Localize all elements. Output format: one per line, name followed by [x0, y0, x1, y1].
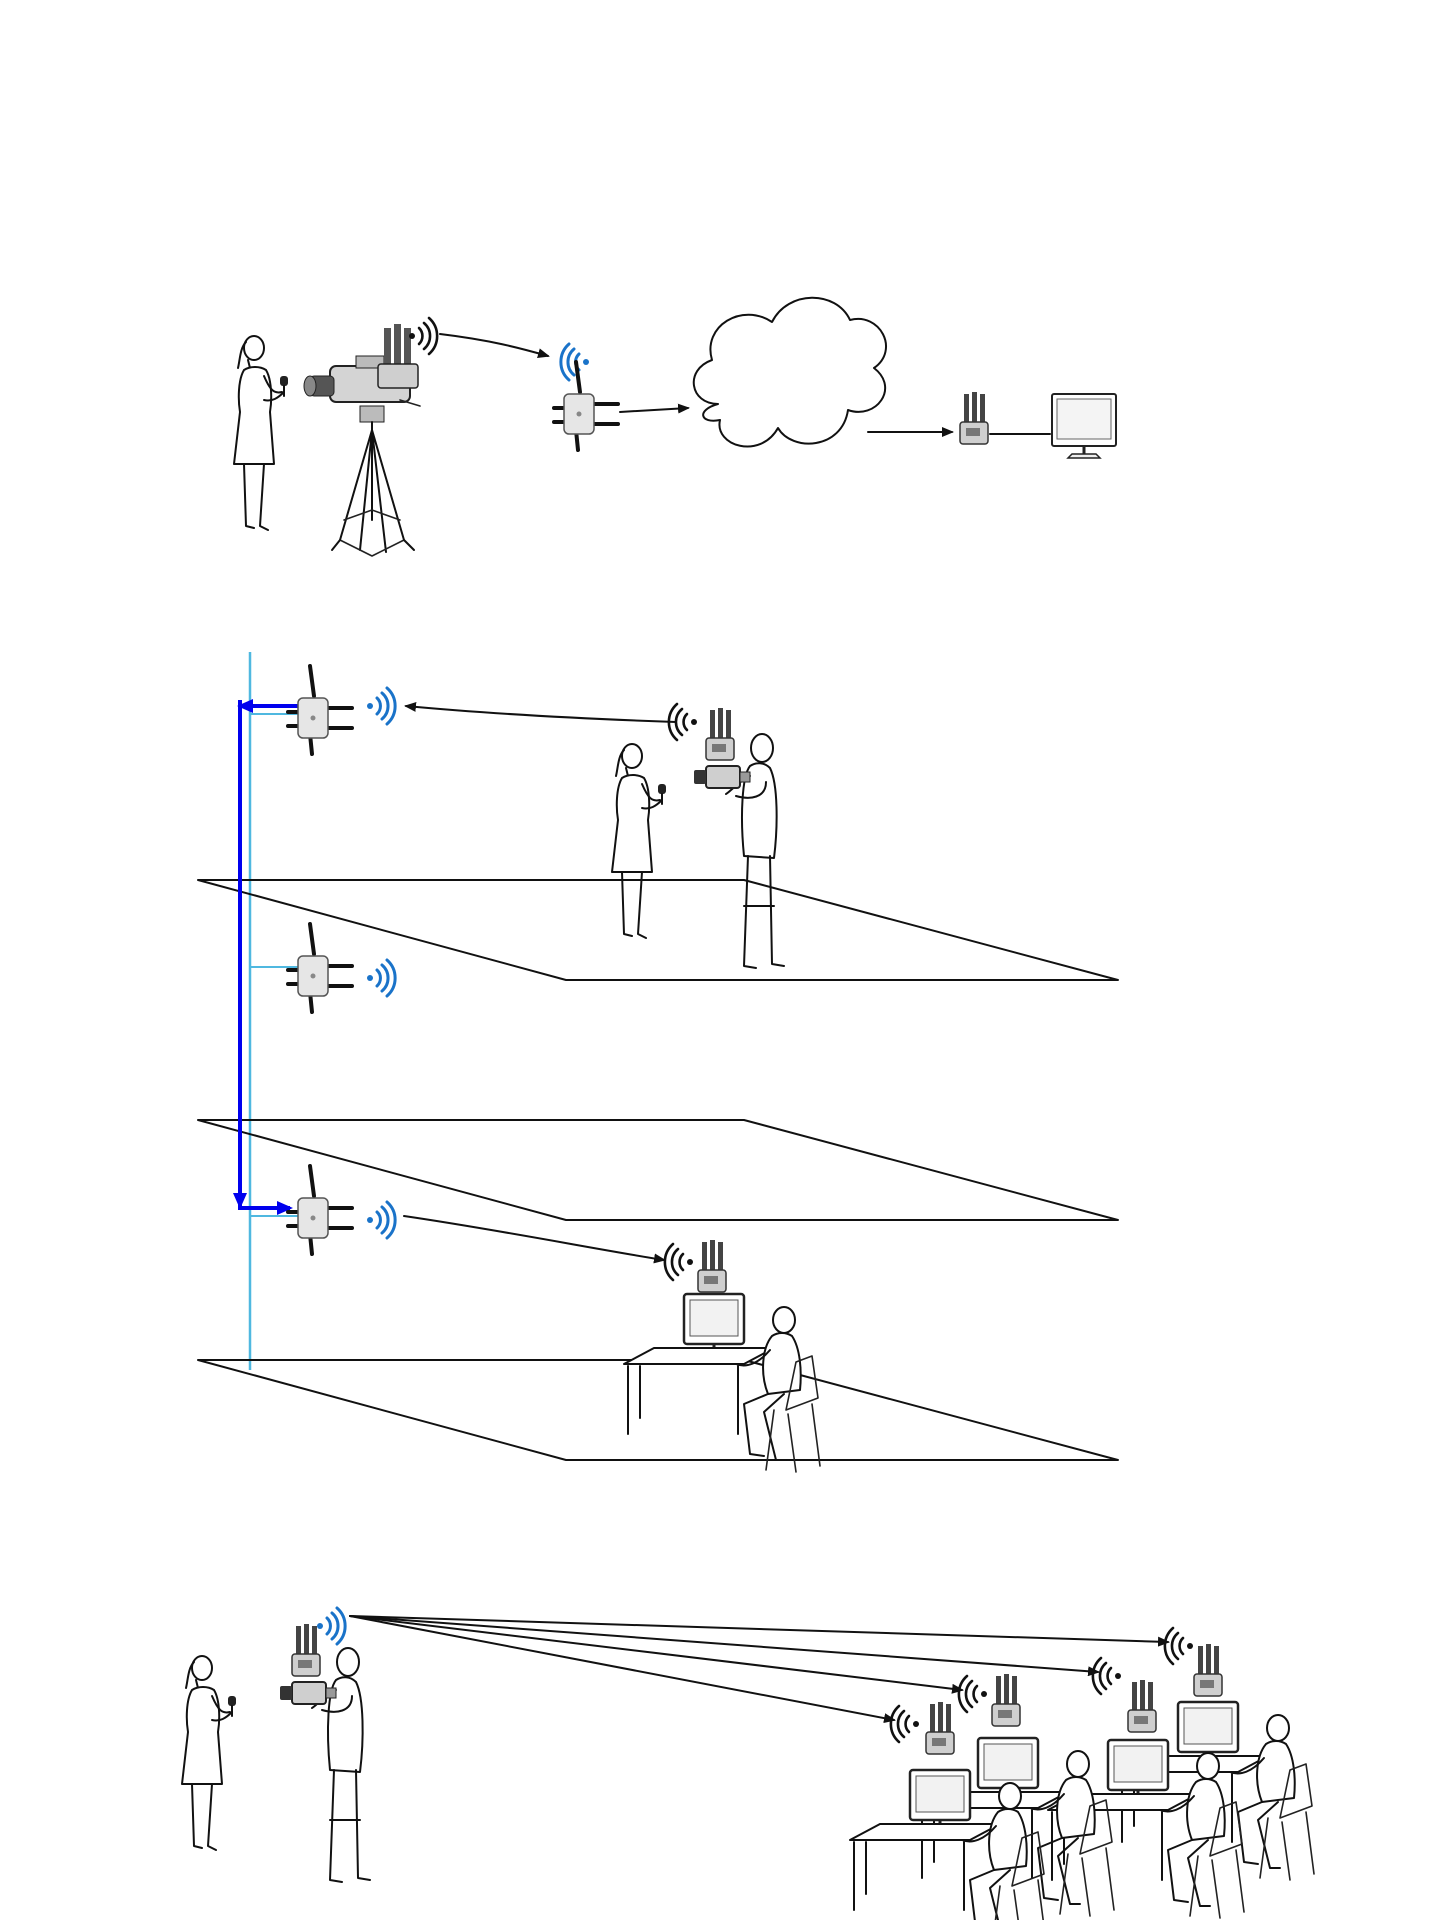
scene-1 — [234, 298, 1116, 556]
camera-to-router-arrow — [440, 334, 548, 356]
ap-top-wifi-icon — [367, 688, 395, 724]
rx-decoder-4 — [926, 1702, 954, 1754]
desk-operator — [624, 1294, 820, 1472]
field-handcam — [280, 1624, 336, 1704]
reporter-figure — [234, 336, 288, 530]
broadcast-arrow-3 — [350, 1616, 962, 1690]
rx-decoder-2 — [1128, 1680, 1156, 1732]
access-point-top — [288, 666, 352, 754]
tripod-camera — [304, 324, 420, 556]
camera-wifi-icon — [409, 318, 437, 354]
field-tx-wifi-icon — [317, 1608, 345, 1644]
ap-middle-wifi-icon — [367, 960, 395, 996]
rx-wifi-icon-4 — [891, 1706, 919, 1742]
rx-station-front-left — [850, 1770, 1046, 1920]
broadcast-arrow-2 — [350, 1616, 1098, 1672]
rx-decoder-1 — [1194, 1644, 1222, 1696]
desk-wifi-icon — [665, 1244, 693, 1280]
camera-to-ap-arrow — [406, 706, 676, 722]
decoder-box — [960, 392, 988, 444]
desk-decoder — [698, 1240, 726, 1292]
interview-handcam — [694, 708, 750, 788]
ap-bottom-wifi-icon — [367, 1202, 395, 1238]
interview-reporter — [612, 744, 666, 938]
access-point-bottom — [288, 1166, 352, 1254]
rx-wifi-icon-1 — [1165, 1628, 1193, 1664]
field-reporter — [182, 1656, 236, 1850]
rx-wifi-icon-3 — [959, 1676, 987, 1712]
broadcast-arrow-1 — [350, 1616, 1168, 1642]
access-point-middle — [288, 924, 352, 1012]
rx-wifi-icon-2 — [1093, 1658, 1121, 1694]
router-to-cloud-arrow — [620, 408, 688, 412]
rx-decoder-3 — [992, 1674, 1020, 1726]
cloud-shape — [694, 298, 886, 447]
ap-to-desk-arrow — [404, 1216, 664, 1260]
scene-3 — [182, 1608, 1314, 1920]
studio-monitor — [1052, 394, 1116, 458]
floor-middle — [198, 1120, 1118, 1220]
floor-bottom — [198, 1360, 1118, 1460]
scene-2 — [198, 652, 1118, 1472]
